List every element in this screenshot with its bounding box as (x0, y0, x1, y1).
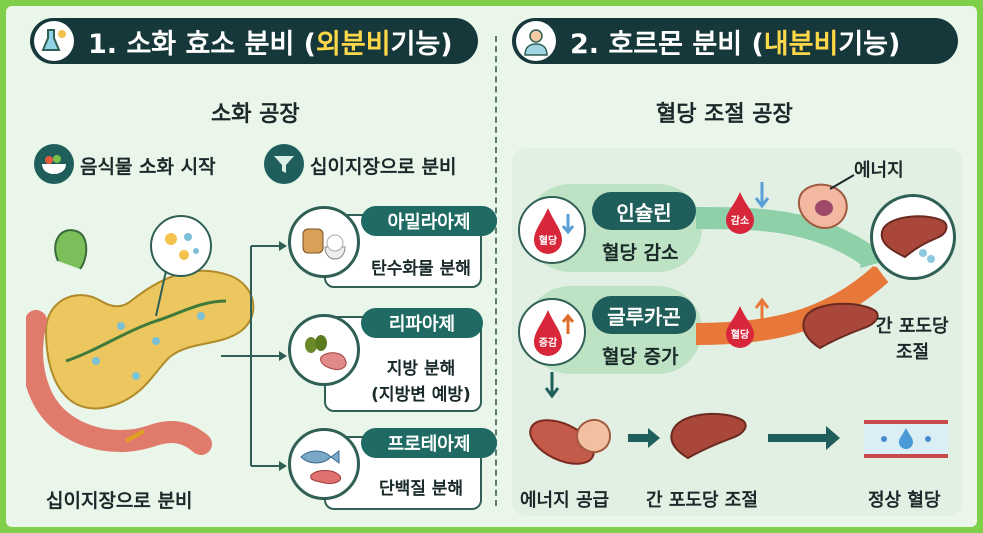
bottom-normal-glucose: 정상 혈당 (868, 490, 941, 511)
bottom-energy-supply: 에너지 공급 (520, 490, 610, 511)
right-header-highlight: 내분비 (763, 28, 839, 60)
doctor-icon (516, 21, 556, 61)
glucagon-label: 글루카곤 (592, 296, 696, 334)
right-header-suffix: 기능) (838, 28, 901, 60)
right-header-prefix: 2. 호르몬 분비 ( (570, 28, 764, 60)
pancreas-caption: 십이지장으로 분비 (46, 490, 193, 512)
energy-pointer (829, 174, 855, 190)
olive-meat-icon (288, 314, 360, 386)
liver-circle (870, 194, 956, 280)
bottom-liver-regulation: 간 포도당 조절 (646, 490, 758, 511)
glucagon-drop-circle: 증감 (518, 298, 586, 366)
cell-icon (798, 183, 848, 230)
energy-label: 에너지 (854, 160, 904, 181)
right-subtitle: 혈당 조절 공장 (656, 102, 793, 127)
lab-flask-icon (34, 21, 74, 61)
left-header-highlight: 외분비 (316, 28, 391, 60)
funnel-icon (264, 144, 304, 184)
left-header-suffix: 기능) (390, 28, 453, 60)
liver-label-line1: 간 포도당 (876, 316, 949, 337)
left-header-prefix: 1. 소화 효소 분비 ( (88, 28, 317, 60)
glucagon-drop-text: 증감 (539, 337, 558, 349)
enzyme-desc-amylase: 탄수화물 분해 (371, 259, 471, 279)
blood-vessel-icon (864, 420, 948, 458)
feature-secretion-label: 십이지장으로 분비 (310, 156, 457, 178)
fish-meat-icon (288, 428, 360, 500)
bottom-flow (529, 372, 948, 465)
left-header: 1. 소화 효소 분비 (외분비 기능) (30, 18, 478, 64)
pancreas-illustration (26, 215, 255, 455)
enzyme-name-protease: 프로테아제 (361, 428, 497, 458)
glucagon-flow-drop-text: 혈당 (731, 328, 750, 341)
enzyme-name-amylase: 아밀라아제 (361, 206, 497, 236)
right-header: 2. 호르몬 분비 (내분비 기능) (512, 18, 958, 64)
insulin-drop-text: 혈당 (539, 234, 558, 247)
small-liver-icon (802, 302, 879, 350)
infographic-frame: 1. 소화 효소 분비 (외분비 기능) 2. 호르몬 분비 (내분비 기능) … (6, 6, 977, 527)
bread-rice-icon (288, 206, 360, 278)
liver-icon (670, 412, 747, 460)
food-bowl-icon (34, 144, 74, 184)
enzyme-note-lipase: (지방변 예방) (371, 385, 471, 405)
enzyme-desc-protease: 단백질 분해 (378, 479, 464, 499)
glucagon-desc: 혈당 증가 (602, 346, 679, 368)
enzyme-desc-lipase: 지방 분해 (386, 359, 456, 379)
insulin-label: 인슐린 (592, 192, 696, 230)
muscle-cell-icon (529, 418, 612, 465)
insulin-drop-circle: 혈당 (518, 196, 586, 264)
glucose-flow-diagram: 감소 혈당 (696, 182, 889, 350)
enzyme-connectors (221, 241, 287, 471)
liver-label-line2: 조절 (896, 342, 930, 363)
feature-digestion-label: 음식물 소화 시작 (80, 156, 216, 178)
insulin-desc: 혈당 감소 (602, 242, 679, 264)
enzyme-name-lipase: 리파아제 (361, 308, 483, 338)
left-subtitle: 소화 공장 (211, 102, 300, 127)
section-divider (495, 36, 497, 506)
insulin-flow-drop-text: 감소 (731, 215, 749, 227)
